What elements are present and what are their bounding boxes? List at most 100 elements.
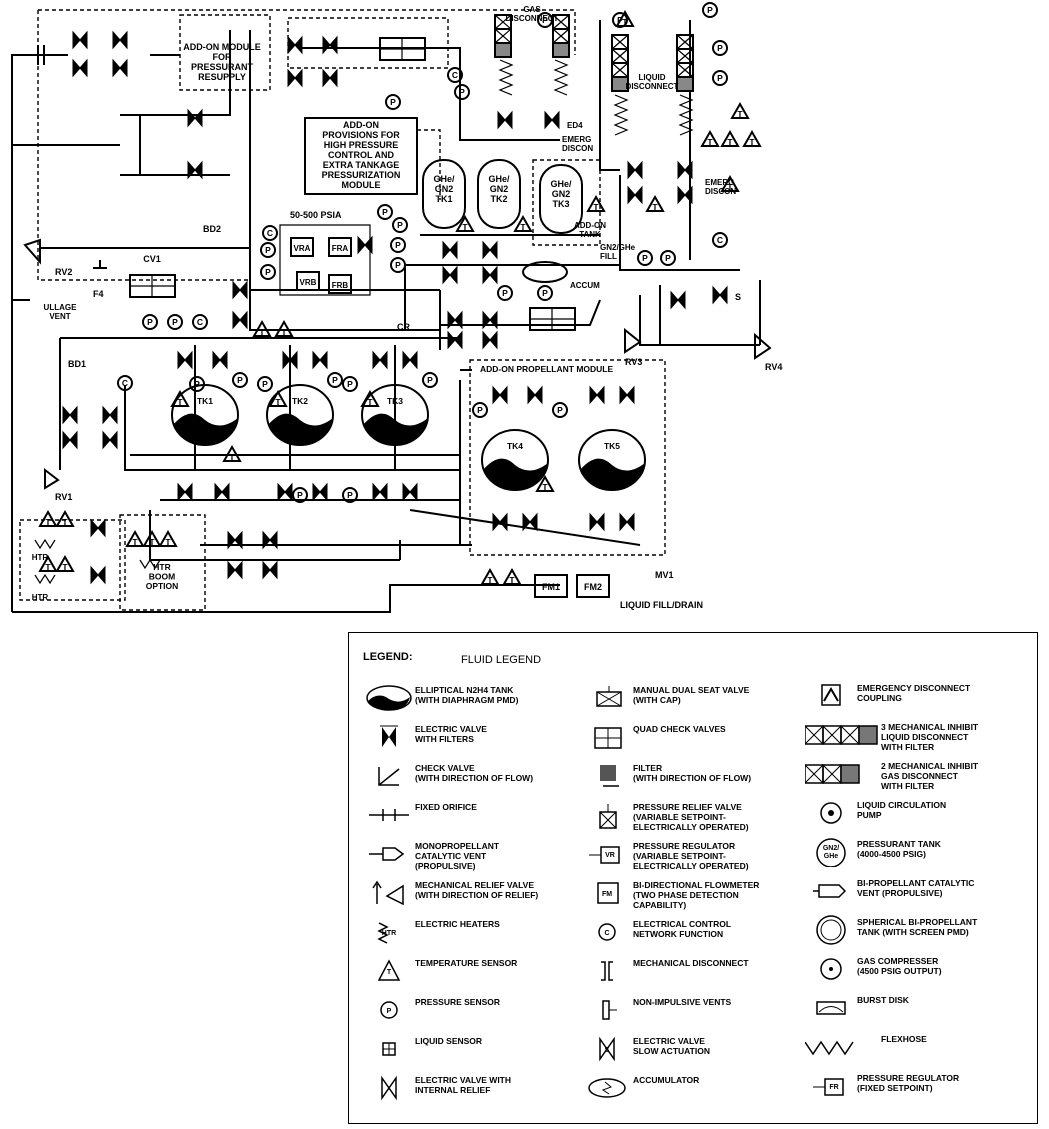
control-network-icon: C (712, 232, 728, 248)
svg-text:T: T (707, 137, 713, 147)
pressure-sensor-icon: P (363, 995, 415, 1025)
svg-text:T: T (281, 327, 287, 337)
legend-item: FLEXHOSE (804, 1032, 1021, 1062)
svg-text:T: T (520, 222, 526, 232)
regulator-vra (290, 237, 314, 257)
svg-text:T: T (387, 969, 392, 976)
legend-item-label: 2 MECHANICAL INHIBIT GAS DISCONNECT WITH… (881, 761, 979, 791)
svg-text:T: T (149, 537, 155, 547)
svg-text:VR: VR (605, 852, 615, 859)
electric-valve-icon (402, 350, 418, 370)
propellant-tank-tk1: TK1 (171, 384, 239, 446)
temperature-sensor-icon: T (158, 529, 178, 547)
legend-item-label: 3 MECHANICAL INHIBIT LIQUID DISCONNECT W… (881, 722, 979, 752)
svg-text:C: C (267, 228, 273, 238)
legend-item-label: LIQUID CIRCULATION PUMP (857, 800, 947, 820)
temperature-sensor-icon: T (170, 389, 190, 407)
legend-item: EMERGENCY DISCONNECT COUPLING (805, 681, 1007, 711)
temperature-sensor-icon: T (513, 214, 533, 232)
pressure-sensor-icon: P (377, 204, 393, 220)
legend-item-label: ELLIPTICAL N2H4 TANK (WITH DIAPHRAGM PMD… (415, 685, 519, 705)
relief-valve-rv3 (624, 327, 642, 354)
svg-text:HTR: HTR (382, 930, 396, 937)
svg-text:P: P (382, 207, 388, 217)
legend-item-label: ELECTRIC HEATERS (415, 919, 500, 929)
legend-item: QUAD CHECK VALVES (581, 722, 783, 752)
legend-item: ELECTRIC VALVE WITH INTERNAL RELIEF (363, 1073, 565, 1103)
quad-check-valve-top (379, 37, 426, 61)
svg-text:T: T (367, 397, 373, 407)
pressure-sensor-icon: P (712, 70, 728, 86)
electric-valve-icon (492, 385, 508, 405)
svg-text:P: P (459, 87, 465, 97)
relief-electric-valve-icon (363, 1073, 415, 1103)
temperature-sensor-icon: T (645, 194, 665, 212)
propellant-tank-tk5: TK5 (578, 429, 646, 491)
pressure-sensor-icon: P (702, 2, 718, 18)
pressurant-tank-2 (477, 159, 521, 229)
rv1-label: RV1 (55, 492, 72, 502)
svg-text:P: P (347, 490, 353, 500)
electric-valve-icon (372, 482, 388, 502)
legend-item-label: MECHANICAL RELIEF VALVE (WITH DIRECTION … (415, 880, 539, 900)
legend-item: 3 MECHANICAL INHIBIT LIQUID DISCONNECT W… (804, 720, 1021, 752)
temperature-sensor-icon: T (274, 319, 294, 337)
electric-valve-icon (312, 482, 328, 502)
electric-valve-icon (482, 265, 498, 285)
svg-text:P: P (542, 15, 548, 25)
pressurant-tank-icon: GN2/GHe (805, 837, 857, 868)
flexhose-icon (804, 1032, 881, 1062)
control-network-icon: C (262, 225, 278, 241)
electric-valve-icon (287, 68, 303, 88)
liquid-sensor-icon (363, 1034, 415, 1064)
pressurant-tank-1 (422, 159, 466, 229)
svg-text:T: T (622, 17, 628, 27)
pressure-sensor-icon: P (232, 372, 248, 388)
legend-item-label: ELECTRIC VALVE WITH INTERNAL RELIEF (415, 1075, 512, 1095)
legend-item-label: FLEXHOSE (881, 1034, 927, 1044)
check-valve-icon (363, 761, 415, 791)
ellipse-tank-icon (363, 683, 415, 713)
svg-text:P: P (427, 375, 433, 385)
svg-text:C: C (452, 70, 458, 80)
pressure-sensor-icon: P (342, 487, 358, 503)
electric-valve-icon (589, 512, 605, 532)
electric-valve-icon (177, 482, 193, 502)
electric-valve-icon (177, 350, 193, 370)
svg-text:T: T (132, 537, 138, 547)
rv4-label: RV4 (765, 362, 782, 372)
legend-subtitle: FLUID LEGEND (461, 654, 542, 666)
pressure-sensor-icon: P (390, 257, 406, 273)
pressure-sensor-icon: P (257, 376, 273, 392)
svg-text:S: S (605, 1047, 610, 1054)
legend-item-label: BI-PROPELLANT CATALYTIC VENT (PROPULSIVE… (857, 878, 975, 898)
electric-valve-icon (527, 385, 543, 405)
legend-item-label: BI-DIRECTIONAL FLOWMETER (TWO PHASE DETE… (633, 880, 760, 910)
svg-text:P: P (172, 317, 178, 327)
temperature-sensor-icon: T (720, 129, 740, 147)
quad-check-icon (581, 722, 633, 752)
svg-text:T: T (177, 397, 183, 407)
legend-item-label: LIQUID SENSOR (415, 1036, 483, 1046)
mv1-label: MV1 (655, 570, 674, 580)
heater-icon: HTR (363, 917, 415, 947)
electric-valve-icon (442, 240, 458, 260)
gas-disconnect-stack-1 (494, 14, 512, 58)
slow-valve-icon: S (581, 1034, 633, 1064)
valve-group (62, 30, 728, 585)
electric-valve-icon (90, 518, 106, 538)
svg-text:P: P (390, 97, 396, 107)
temperature-sensor-icon: T (455, 214, 475, 232)
electric-valve-icon (282, 350, 298, 370)
legend-item-label: FIXED ORIFICE (415, 802, 477, 812)
svg-text:GHe: GHe (824, 853, 839, 860)
electric-valve-icon (357, 235, 373, 255)
svg-text:T: T (652, 202, 658, 212)
